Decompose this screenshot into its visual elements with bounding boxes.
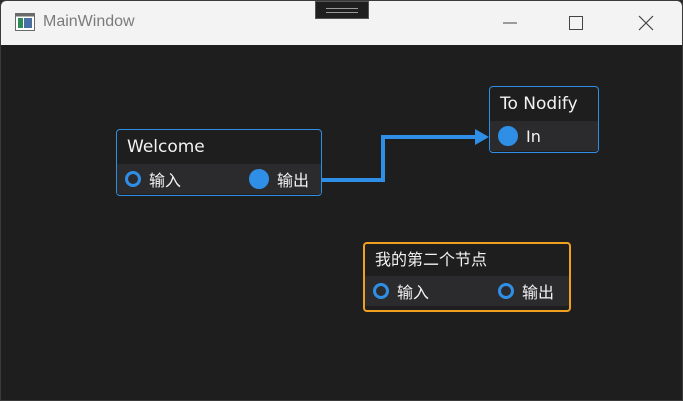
node-ports: 输入 输出 <box>117 164 321 194</box>
input-port-label: 输入 <box>149 171 182 190</box>
node-title: 我的第二个节点 <box>375 250 488 269</box>
connection-arrowhead <box>475 129 489 145</box>
input-port[interactable]: 输入 <box>125 168 181 190</box>
input-port-connector[interactable] <box>373 283 389 299</box>
input-port-connector[interactable] <box>498 126 518 146</box>
output-port[interactable]: 输出 <box>498 280 554 302</box>
output-port-connector[interactable] <box>498 283 514 299</box>
input-port-connector[interactable] <box>125 171 141 187</box>
input-port-label: 输入 <box>397 283 430 302</box>
node-ports: 输入 输出 <box>365 276 569 306</box>
node-title: To Nodify <box>500 94 578 114</box>
output-port-label: 输出 <box>522 283 555 302</box>
maximize-button[interactable] <box>553 1 599 45</box>
node-title: Welcome <box>127 137 205 157</box>
close-icon <box>638 15 654 31</box>
window-title: MainWindow <box>43 13 135 30</box>
output-port[interactable]: 输出 <box>249 168 309 190</box>
node-ports: In <box>490 121 598 151</box>
close-button[interactable] <box>623 1 669 45</box>
node-second[interactable]: 我的第二个节点 输入 输出 <box>363 242 571 312</box>
input-port[interactable]: 输入 <box>373 280 429 302</box>
node-welcome[interactable]: Welcome 输入 输出 <box>116 129 322 196</box>
app-icon <box>15 13 35 31</box>
output-port-label: 输出 <box>277 171 310 190</box>
minimize-icon <box>503 22 517 24</box>
minimize-button[interactable] <box>487 1 533 45</box>
maximize-icon <box>569 16 583 30</box>
input-port[interactable]: In <box>498 125 541 147</box>
input-port-label: In <box>526 126 541 146</box>
connection-welcome-to-nodify <box>321 135 475 182</box>
connections-layer <box>321 129 489 182</box>
drag-handle[interactable] <box>315 1 369 19</box>
title-bar[interactable]: MainWindow <box>1 1 682 45</box>
node-to-nodify[interactable]: To Nodify In <box>489 86 599 153</box>
output-port-connector[interactable] <box>249 169 269 189</box>
node-editor-canvas[interactable]: Welcome 输入 输出 To Nodify In <box>1 45 682 400</box>
